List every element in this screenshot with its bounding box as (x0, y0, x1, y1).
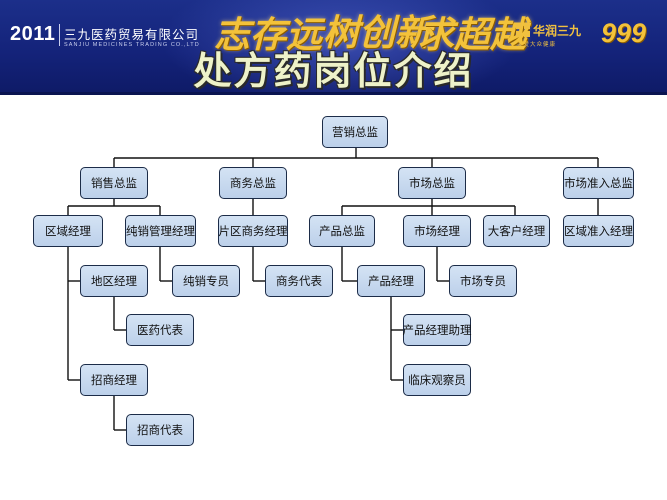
org-node-investment-manager[interactable]: 招商经理 (80, 364, 148, 396)
page-title: 处方药岗位介绍 (193, 49, 474, 93)
org-node-business-rep[interactable]: 商务代表 (265, 265, 333, 297)
slogan-3: 求超越 (418, 14, 527, 56)
org-node-key-account-manager[interactable]: 大客户经理 (483, 215, 550, 247)
brand-tagline: 关爱大众健康 (517, 42, 557, 48)
brand-logo-icon (516, 23, 530, 37)
company-name: 三九医药贸易有限公司 (64, 27, 200, 42)
org-node-area-business-manager[interactable]: 片区商务经理 (218, 215, 288, 247)
slogan-2: 树创新 (323, 12, 432, 54)
org-node-district-manager[interactable]: 地区经理 (80, 265, 148, 297)
header-banner: 2011 三九医药贸易有限公司 SANJIU MEDICINES TRADING… (0, 0, 667, 95)
org-node-regional-manager[interactable]: 区域经理 (33, 215, 103, 247)
org-node-business-director[interactable]: 商务总监 (219, 167, 287, 199)
org-node-pure-sales-specialist[interactable]: 纯销专员 (172, 265, 240, 297)
slogan-1: 志存远 (214, 14, 323, 56)
org-node-clinical-observer[interactable]: 临床观察员 (403, 364, 471, 396)
org-node-medical-rep[interactable]: 医药代表 (126, 314, 194, 346)
brand-999-logo: 999 (601, 18, 647, 48)
org-node-access-director[interactable]: 市场准入总监 (563, 167, 634, 199)
org-node-marketing-manager[interactable]: 市场经理 (403, 215, 471, 247)
org-node-root[interactable]: 营销总监 (322, 116, 388, 148)
org-node-sales-director[interactable]: 销售总监 (80, 167, 148, 199)
org-node-pure-sales-manager[interactable]: 纯销管理经理 (125, 215, 196, 247)
company-name-en: SANJIU MEDICINES TRADING CO.,LTD (64, 42, 200, 48)
org-node-product-director[interactable]: 产品总监 (309, 215, 375, 247)
org-node-product-manager-assistant[interactable]: 产品经理助理 (403, 314, 472, 346)
divider (59, 24, 60, 46)
org-node-product-manager[interactable]: 产品经理 (357, 265, 425, 297)
banner-ornament: · · · · (330, 64, 390, 73)
org-node-marketing-specialist[interactable]: 市场专员 (449, 265, 517, 297)
brand-name: 华润三九 (533, 24, 582, 38)
org-node-marketing-director[interactable]: 市场总监 (398, 167, 466, 199)
org-node-regional-access-manager[interactable]: 区域准入经理 (563, 215, 634, 247)
org-node-investment-rep[interactable]: 招商代表 (126, 414, 194, 446)
year-label: 2011 (10, 23, 56, 45)
banner-bottom-strip (0, 92, 667, 95)
banner-glow (160, 0, 520, 95)
